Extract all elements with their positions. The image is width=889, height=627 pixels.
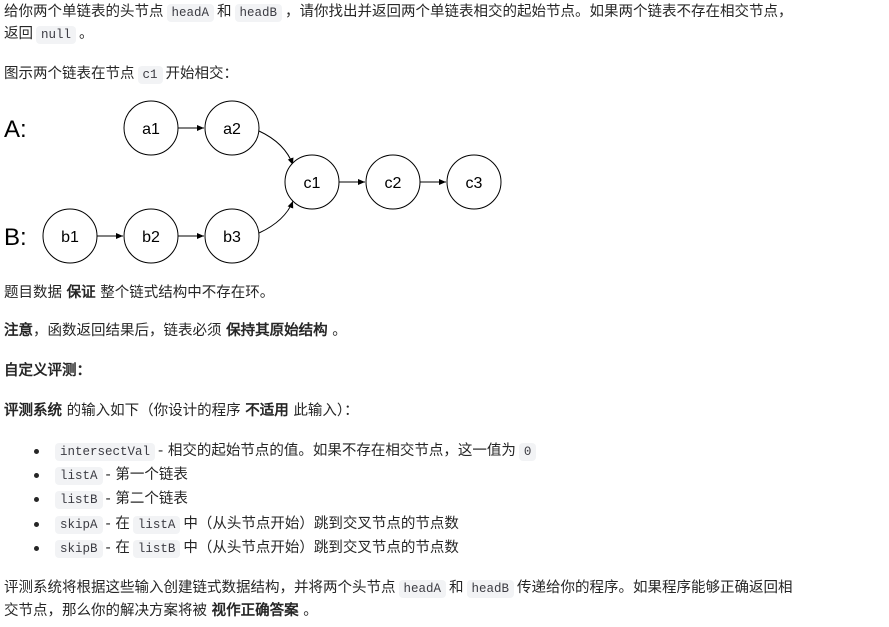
- code-listA: listA: [55, 467, 103, 486]
- conclusion-period: 。: [303, 603, 318, 619]
- node-c1: [284, 154, 340, 210]
- guarantee-text: 题目数据: [4, 285, 62, 301]
- code-null: null: [36, 26, 77, 44]
- node-b2-label: b2: [142, 229, 160, 246]
- node-c3-label: c3: [466, 175, 483, 192]
- item-desc-2: 中（从头节点开始）跳到交叉节点的节点数: [183, 515, 459, 532]
- judge-input-text: 的输入如下（你设计的程序: [66, 403, 241, 419]
- code-headB: headB: [234, 4, 283, 22]
- node-b3: [204, 208, 260, 264]
- judge-input-bold: 评测系统: [4, 403, 62, 419]
- conclusion-line-2: 交节点，那么你的解决方案将被 视作正确答案 。: [4, 600, 318, 622]
- node-a2: [204, 100, 260, 156]
- conclusion-text-2: 传递给你的程序。如果程序能够正确返回相: [517, 580, 793, 596]
- item-desc: - 在: [105, 515, 130, 532]
- edge-a2-c1: [258, 130, 294, 166]
- node-a2-label: a2: [223, 121, 241, 138]
- item-desc-2: 中（从头节点开始）跳到交叉节点的节点数: [183, 539, 459, 556]
- conclusion-text: 评测系统将根据这些输入创建链式数据结构，并将两个头节点: [4, 580, 396, 596]
- node-b3-label: b3: [223, 229, 241, 246]
- caption-text: 图示两个链表在节点: [4, 66, 135, 82]
- judge-input-text-2: 此输入）：: [293, 403, 359, 419]
- caption-text-2: 开始相交：: [165, 66, 239, 82]
- code-zero: 0: [518, 443, 537, 461]
- node-c1-label: c1: [304, 175, 321, 192]
- list-item-listB: listB- 第二个链表: [0, 488, 539, 512]
- item-desc: - 第二个链表: [105, 491, 188, 508]
- linked-list-intersection-diagram: A: B: a1 a2 c1 c2 c3 b1 b2 b3: [4, 100, 502, 264]
- code-headB: headB: [466, 580, 515, 598]
- code-headA: headA: [166, 4, 215, 22]
- period: 。: [79, 26, 94, 42]
- edge-b3-c1: [258, 200, 294, 234]
- item-desc: - 在: [105, 539, 130, 556]
- node-c2: [365, 154, 421, 210]
- code-headA: headA: [398, 580, 447, 598]
- and-text: 和: [217, 4, 232, 20]
- node-b2: [123, 208, 179, 264]
- guarantee-text-2: 整个链式结构中不存在环。: [100, 285, 275, 301]
- note-paragraph: 注意，函数返回结果后，链表必须 保持其原始结构 。: [4, 320, 347, 342]
- custom-judge-heading-text: 自定义评测：: [4, 363, 91, 379]
- node-a1: [123, 100, 179, 156]
- note-period: 。: [332, 323, 347, 339]
- guarantee-bold: 保证: [66, 285, 96, 301]
- node-b1-label: b1: [61, 229, 79, 246]
- item-desc: - 第一个链表: [105, 467, 188, 484]
- code-intersectVal: intersectVal: [55, 443, 156, 461]
- custom-judge-heading: 自定义评测：: [4, 360, 91, 382]
- list-item-listA: listA- 第一个链表: [0, 464, 539, 488]
- label-a: A:: [4, 116, 27, 143]
- label-b: B:: [4, 224, 27, 251]
- code-listA-ref: listA: [132, 515, 181, 534]
- node-a1-label: a1: [142, 121, 160, 138]
- node-c2-label: c2: [385, 175, 402, 192]
- node-c3: [446, 154, 502, 210]
- and-text: 和: [449, 580, 464, 596]
- item-desc: - 相交的起始节点的值。如果不存在相交节点，这一值为: [158, 443, 516, 459]
- guarantee-paragraph: 题目数据 保证 整个链式结构中不存在环。: [4, 282, 274, 304]
- node-b1: [42, 208, 98, 264]
- judge-input-bold-2: 不适用: [245, 403, 289, 419]
- intro-text-2: ，请你找出并返回两个单链表相交的起始节点。如果两个链表不存在相交节点，: [285, 4, 793, 20]
- return-text: 返回: [4, 26, 33, 42]
- code-skipB: skipB: [55, 539, 103, 558]
- judge-input-paragraph: 评测系统 的输入如下（你设计的程序 不适用 此输入）：: [4, 400, 359, 422]
- intro-text: 给你两个单链表的头节点: [4, 4, 164, 20]
- note-bold: 注意: [4, 323, 33, 339]
- code-listB: listB: [55, 491, 103, 510]
- conclusion-text-3: 交节点，那么你的解决方案将被: [4, 603, 207, 619]
- note-bold-2: 保持其原始结构: [226, 323, 328, 339]
- code-skipA: skipA: [55, 515, 103, 534]
- note-text: ，函数返回结果后，链表必须: [33, 323, 222, 339]
- conclusion-bold: 视作正确答案: [211, 603, 299, 619]
- code-listB-ref: listB: [132, 539, 181, 558]
- code-c1: c1: [137, 66, 163, 84]
